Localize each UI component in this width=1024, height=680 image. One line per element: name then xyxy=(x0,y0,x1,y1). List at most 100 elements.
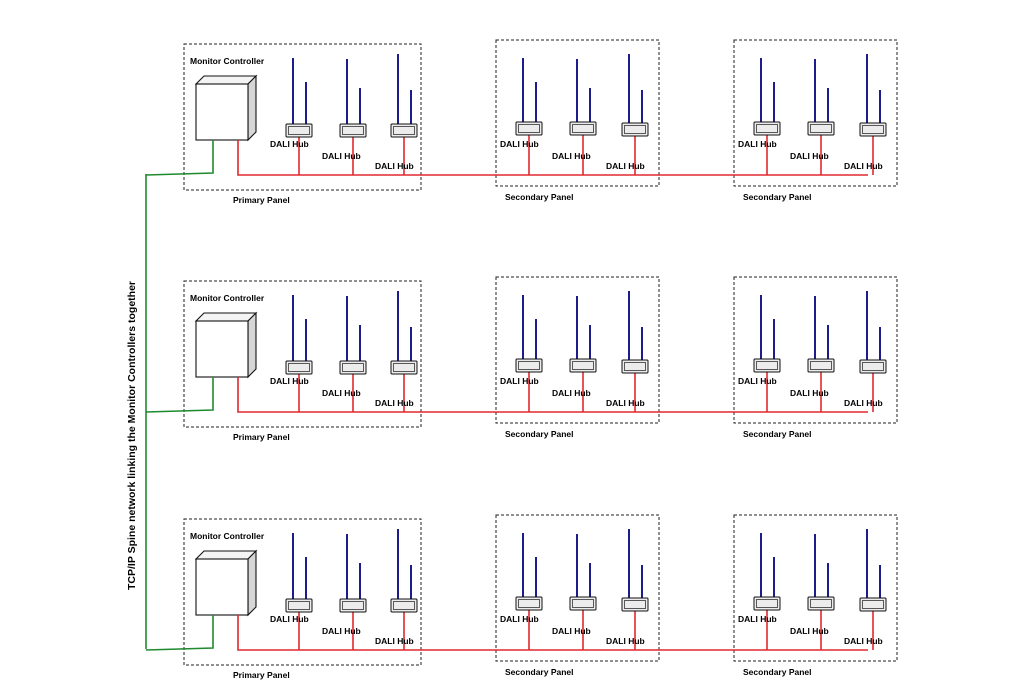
hub-slot xyxy=(342,601,364,610)
hub-body xyxy=(569,121,597,136)
controller-spine-link xyxy=(145,615,214,651)
hub-slot xyxy=(572,361,594,370)
monitor-controller: Monitor Controller xyxy=(190,56,265,142)
dali-hub: DALI Hub xyxy=(738,58,781,175)
hub-body xyxy=(753,121,781,136)
hub-body xyxy=(753,358,781,373)
hub-label: DALI Hub xyxy=(552,151,591,161)
hub-slot xyxy=(572,599,594,608)
panel-border xyxy=(495,276,660,424)
panel-label: Secondary Panel xyxy=(505,429,574,439)
panel-label: Secondary Panel xyxy=(505,667,574,677)
dali-hub: DALI Hub xyxy=(738,295,781,412)
hub-body xyxy=(515,121,543,136)
dali-hub: DALI Hub xyxy=(322,59,367,175)
hub-slot xyxy=(756,599,778,608)
hub-body xyxy=(285,598,313,613)
dali-hub: DALI Hub xyxy=(790,296,835,412)
controller-spine-link xyxy=(145,377,214,413)
hub-slot xyxy=(572,124,594,133)
hub-body xyxy=(859,122,887,137)
hub-slot xyxy=(624,600,646,609)
dali-hub: DALI Hub xyxy=(552,534,597,650)
hub-label: DALI Hub xyxy=(606,636,645,646)
controller-side xyxy=(247,549,257,617)
hub-label: DALI Hub xyxy=(322,151,361,161)
hub-slot xyxy=(756,124,778,133)
hub-body xyxy=(285,123,313,138)
hub-label: DALI Hub xyxy=(552,626,591,636)
hub-label: DALI Hub xyxy=(790,626,829,636)
controller-front xyxy=(195,320,249,378)
hub-label: DALI Hub xyxy=(500,614,539,624)
hub-slot xyxy=(810,361,832,370)
hub-body xyxy=(859,359,887,374)
hub-label: DALI Hub xyxy=(375,398,414,408)
hub-slot xyxy=(518,124,540,133)
hub-body xyxy=(621,359,649,374)
controller-label: Monitor Controller xyxy=(190,56,265,66)
dali-hub: DALI Hub xyxy=(500,295,543,412)
panel-bus-wire xyxy=(237,140,868,176)
dali-hub: DALI Hub xyxy=(790,534,835,650)
hub-label: DALI Hub xyxy=(606,398,645,408)
panel-label: Secondary Panel xyxy=(743,429,812,439)
panel-label: Primary Panel xyxy=(233,195,290,205)
hub-label: DALI Hub xyxy=(790,151,829,161)
hub-label: DALI Hub xyxy=(844,398,883,408)
hub-slot xyxy=(288,363,310,372)
hub-label: DALI Hub xyxy=(500,376,539,386)
hub-body xyxy=(515,596,543,611)
hub-label: DALI Hub xyxy=(606,161,645,171)
dali-hub: DALI Hub xyxy=(790,59,835,175)
hub-label: DALI Hub xyxy=(375,161,414,171)
hub-body xyxy=(515,358,543,373)
hub-body xyxy=(339,360,367,375)
panel-border xyxy=(495,514,660,662)
hub-body xyxy=(390,598,418,613)
hub-body xyxy=(621,597,649,612)
panel-label: Primary Panel xyxy=(233,670,290,680)
panel-border xyxy=(183,280,422,428)
panel-border xyxy=(495,39,660,187)
controller-label: Monitor Controller xyxy=(190,293,265,303)
dali-hub: DALI Hub xyxy=(738,533,781,650)
panel-border xyxy=(733,39,898,187)
controller-top xyxy=(194,75,258,85)
controller-front xyxy=(195,83,249,141)
hub-slot xyxy=(342,126,364,135)
monitor-controller: Monitor Controller xyxy=(190,531,265,617)
panel-bus-wire xyxy=(237,377,868,413)
dali-hub: DALI Hub xyxy=(270,533,313,650)
controller-front xyxy=(195,558,249,616)
dali-hub: DALI Hub xyxy=(322,296,367,412)
dali-hub: DALI Hub xyxy=(844,291,887,412)
hub-body xyxy=(285,360,313,375)
hub-label: DALI Hub xyxy=(738,376,777,386)
hub-body xyxy=(339,123,367,138)
panel-border xyxy=(733,276,898,424)
dali-hub: DALI Hub xyxy=(270,58,313,175)
hub-slot xyxy=(756,361,778,370)
hub-body xyxy=(390,123,418,138)
dali-hub: DALI Hub xyxy=(552,296,597,412)
hub-body xyxy=(390,360,418,375)
panel-bus-wire xyxy=(237,615,868,651)
dali-hub: DALI Hub xyxy=(375,291,418,412)
hub-slot xyxy=(393,126,415,135)
dali-hub: DALI Hub xyxy=(375,529,418,650)
hub-slot xyxy=(393,601,415,610)
controller-spine-link xyxy=(145,140,214,176)
dali-hub: DALI Hub xyxy=(552,59,597,175)
hub-slot xyxy=(288,601,310,610)
panel-border xyxy=(183,43,422,191)
controller-side xyxy=(247,74,257,142)
hub-label: DALI Hub xyxy=(270,139,309,149)
hub-label: DALI Hub xyxy=(270,614,309,624)
